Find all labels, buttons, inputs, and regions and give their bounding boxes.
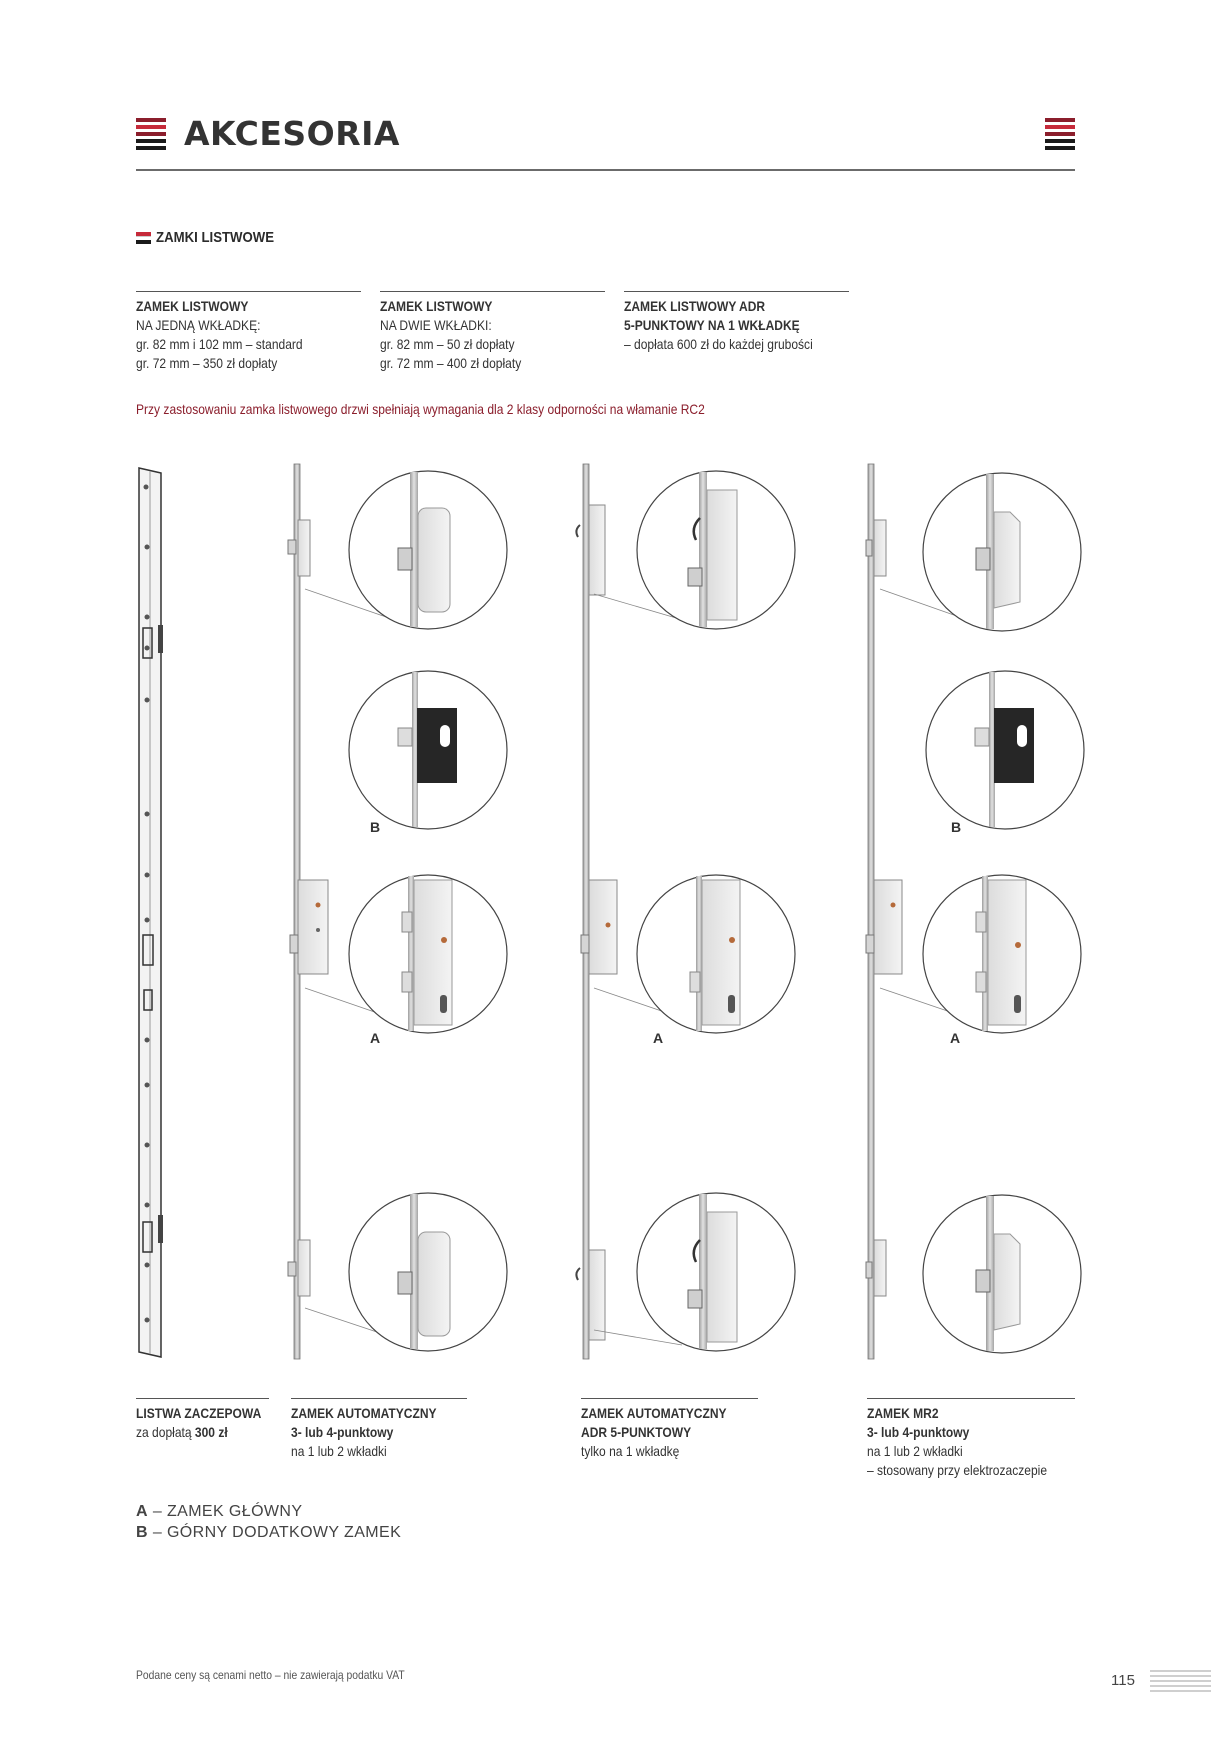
detail-circle-a-3 bbox=[922, 874, 1082, 1034]
marker-b-2: B bbox=[951, 819, 962, 835]
footer-decoration bbox=[1150, 1670, 1211, 1694]
detail-circle-bottom-2 bbox=[636, 1192, 796, 1352]
detail-circle-a-2 bbox=[636, 874, 796, 1034]
detail-circle-b-1 bbox=[348, 670, 508, 830]
column-adr: ZAMEK LISTWOWY ADR 5-PUNKTOWY NA 1 WKŁAD… bbox=[624, 291, 849, 354]
column-line: gr. 72 mm – 350 zł dopłaty bbox=[136, 355, 278, 371]
rc2-note: Przy zastosowaniu zamka listwowego drzwi… bbox=[136, 401, 705, 417]
detail-circle-top-3 bbox=[922, 472, 1082, 632]
legend-item-b: B – GÓRNY DODATKOWY ZAMEK bbox=[136, 1524, 402, 1541]
caption-title: ZAMEK MR2 bbox=[867, 1405, 939, 1421]
page-number: 115 bbox=[1111, 1672, 1135, 1689]
header-stripe-icon-right bbox=[1045, 118, 1075, 150]
caption-line: za dopłatą 300 zł bbox=[136, 1424, 228, 1440]
caption-strike-plate: LISTWA ZACZEPOWA za dopłatą 300 zł bbox=[136, 1398, 269, 1442]
caption-auto-lock: ZAMEK AUTOMATYCZNY 3- lub 4-punktowy na … bbox=[291, 1398, 467, 1461]
caption-adr-lock: ZAMEK AUTOMATYCZNY ADR 5-PUNKTOWY tylko … bbox=[581, 1398, 758, 1461]
detail-circle-bottom-3 bbox=[922, 1194, 1082, 1354]
marker-b-1: B bbox=[370, 819, 381, 835]
detail-circle-a-1 bbox=[348, 874, 508, 1034]
detail-circle-b-3 bbox=[925, 670, 1085, 830]
caption-line: na 1 lub 2 wkładki bbox=[291, 1443, 387, 1459]
column-line: – dopłata 600 zł do każdej grubości bbox=[624, 336, 813, 352]
legend: A – ZAMEK GŁÓWNY B – GÓRNY DODATKOWY ZAM… bbox=[136, 1501, 401, 1543]
column-double-insert: ZAMEK LISTWOWY NA DWIE WKŁADKI: gr. 82 m… bbox=[380, 291, 605, 373]
mr2-lock-figure bbox=[865, 463, 969, 1360]
column-title: ZAMEK LISTWOWY bbox=[380, 298, 493, 314]
caption-title: ZAMEK AUTOMATYCZNY bbox=[291, 1405, 437, 1421]
detail-circle-top-1 bbox=[348, 470, 508, 630]
column-line: gr. 82 mm i 102 mm – standard bbox=[136, 336, 303, 352]
adr-lock-figure bbox=[575, 463, 684, 1360]
header-stripe-icon-left bbox=[136, 118, 166, 150]
caption-title: LISTWA ZACZEPOWA bbox=[136, 1405, 262, 1421]
column-line: NA JEDNĄ WKŁADKĘ: bbox=[136, 317, 261, 333]
caption-title-2: ADR 5-PUNKTOWY bbox=[581, 1424, 692, 1440]
section-flag-icon bbox=[136, 232, 151, 244]
page-title: AKCESORIA bbox=[184, 114, 400, 153]
header-divider bbox=[136, 169, 1075, 171]
marker-a-2: A bbox=[653, 1030, 664, 1046]
caption-title: ZAMEK AUTOMATYCZNY bbox=[581, 1405, 727, 1421]
detail-circle-top-2 bbox=[636, 470, 796, 630]
section-title: ZAMKI LISTWOWE bbox=[156, 229, 275, 246]
caption-line: tylko na 1 wkładkę bbox=[581, 1443, 680, 1459]
column-title: ZAMEK LISTWOWY bbox=[136, 298, 249, 314]
column-line: NA DWIE WKŁADKI: bbox=[380, 317, 492, 333]
marker-a-1: A bbox=[370, 1030, 381, 1046]
caption-line-2: – stosowany przy elektrozaczepie bbox=[867, 1462, 1048, 1478]
column-single-insert: ZAMEK LISTWOWY NA JEDNĄ WKŁADKĘ: gr. 82 … bbox=[136, 291, 361, 373]
legend-item-a: A – ZAMEK GŁÓWNY bbox=[136, 1503, 303, 1520]
marker-a-3: A bbox=[950, 1030, 961, 1046]
column-title: ZAMEK LISTWOWY ADR bbox=[624, 298, 766, 314]
footer-vat-note: Podane ceny są cenami netto – nie zawier… bbox=[136, 1668, 405, 1682]
caption-title-2: 3- lub 4-punktowy bbox=[867, 1424, 970, 1440]
column-title-2: 5-PUNKTOWY NA 1 WKŁADKĘ bbox=[624, 317, 800, 333]
caption-mr2-lock: ZAMEK MR2 3- lub 4-punktowy na 1 lub 2 w… bbox=[867, 1398, 1075, 1480]
column-line: gr. 82 mm – 50 zł dopłaty bbox=[380, 336, 515, 352]
caption-title-2: 3- lub 4-punktowy bbox=[291, 1424, 394, 1440]
strike-plate-figure bbox=[138, 467, 163, 1358]
caption-line: na 1 lub 2 wkładki bbox=[867, 1443, 963, 1459]
column-line: gr. 72 mm – 400 zł dopłaty bbox=[380, 355, 522, 371]
detail-circle-bottom-1 bbox=[348, 1192, 508, 1352]
